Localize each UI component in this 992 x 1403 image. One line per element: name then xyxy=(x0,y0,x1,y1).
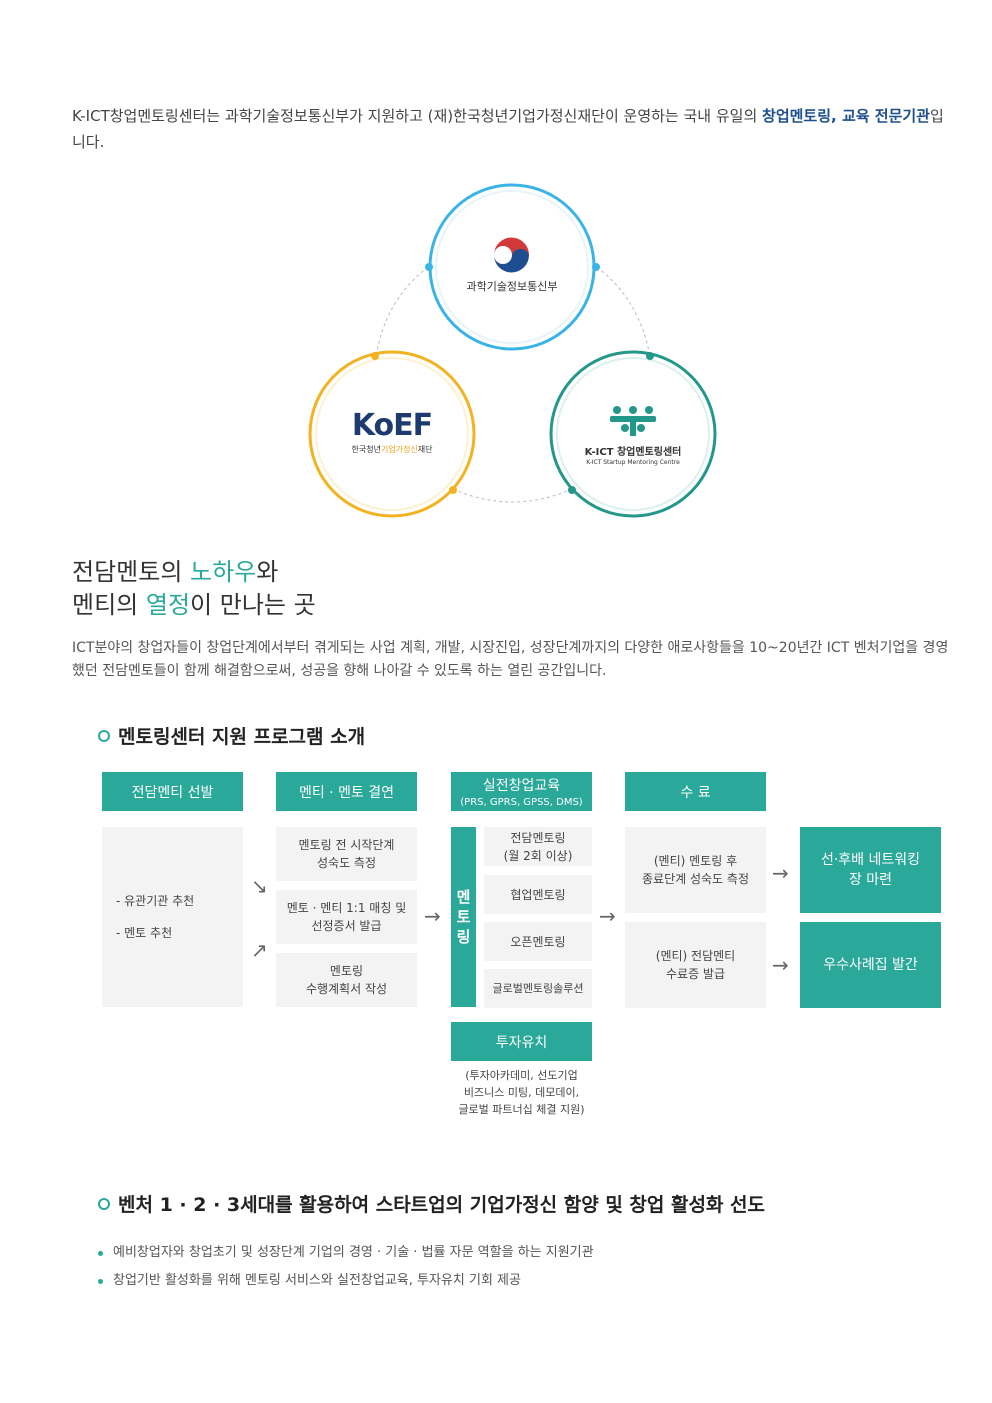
vertical-char: 토 xyxy=(456,908,471,926)
col1-box: - 유관기관 추천 - 멘토 추천 xyxy=(102,827,243,1007)
col5-item: 우수사례집 발간 xyxy=(800,922,941,1008)
headline-highlight: 열정 xyxy=(145,591,191,619)
arrow-up-right-icon: ↗ xyxy=(251,938,268,962)
koef-label-a: 한국청년 xyxy=(351,445,381,454)
headline-text: 전담멘토의 xyxy=(72,558,191,586)
headline-text: 이 만나는 곳 xyxy=(190,591,316,619)
headline-highlight: 노하우 xyxy=(190,558,257,586)
description: ICT분야의 창업자들이 창업단계에서부터 겪게되는 사업 계획, 개발, 시장… xyxy=(72,640,949,679)
invest-header: 투자유치 xyxy=(451,1022,592,1061)
col1-item: - 유관기관 추천 xyxy=(116,894,195,908)
circle-bullet-icon xyxy=(98,1197,110,1210)
venture-title-text: 벤처 1 · 2 · 3세대를 활용하여 스타트업의 기업가정신 함양 및 창업… xyxy=(118,1194,766,1216)
col2-item: 멘토 · 멘티 1:1 매칭 및 선정증서 발급 xyxy=(276,890,417,944)
arrow-right-icon: → xyxy=(599,904,616,928)
list-item: 예비창업자와 창업초기 및 성장단계 기업의 경영 · 기술 · 법률 자문 역… xyxy=(98,1239,594,1267)
kict-label-block: K-ICT 창업멘토링센터 K-ICT Startup Mentoring Ce… xyxy=(553,443,713,466)
headline: 전담멘토의 노하우와 멘티의 열정이 만나는 곳 xyxy=(72,556,316,622)
col3-item: 전담멘토링 (월 2회 이상) xyxy=(484,827,592,866)
kict-emblem-icon xyxy=(610,406,656,436)
koef-logo-text: KoEF xyxy=(351,408,433,443)
circle-bullet-icon xyxy=(98,729,110,742)
arrow-right-icon: → xyxy=(424,904,441,928)
ministry-emblem-icon xyxy=(494,237,529,273)
col1-header: 전담멘티 선발 xyxy=(102,772,243,811)
venture-bullets: 예비창업자와 창업초기 및 성장단계 기업의 경영 · 기술 · 법률 자문 역… xyxy=(98,1239,594,1295)
col3-item: 협업멘토링 xyxy=(484,875,592,914)
program-title: 멘토링센터 지원 프로그램 소개 xyxy=(98,722,365,749)
koef-label-b: 기업가정신 xyxy=(380,445,418,454)
col3-item: 오픈멘토링 xyxy=(484,922,592,961)
invest-note: (투자아카데미, 선도기업 비즈니스 미팅, 데모데이, 글로벌 파트너십 체결… xyxy=(458,1069,585,1116)
col2-header: 멘티 · 멘토 결연 xyxy=(276,772,417,811)
intro-paragraph: K-ICT창업멘토링센터는 과학기술정보통신부가 지원하고 (재)한국청년기업가… xyxy=(72,103,952,155)
kict-label: K-ICT 창업멘토링센터 xyxy=(584,447,682,458)
vertical-char: 멘 xyxy=(456,888,471,906)
intro-text: K-ICT창업멘토링센터는 과학기술정보통신부가 지원하고 (재)한국청년기업가… xyxy=(72,107,763,125)
col5-item: 선·후배 네트워킹 장 마련 xyxy=(800,827,941,913)
kict-sublabel: K-ICT Startup Mentoring Centre xyxy=(586,459,680,466)
arrow-right-icon: → xyxy=(772,953,789,977)
mentoring-vertical-label: 멘 토 링 xyxy=(451,827,476,1007)
col3-header-sub: (PRS, GPRS, GPSS, DMS) xyxy=(460,797,583,808)
vertical-char: 링 xyxy=(456,928,471,946)
partner-diagram xyxy=(308,183,717,518)
venture-title: 벤처 1 · 2 · 3세대를 활용하여 스타트업의 기업가정신 함양 및 창업… xyxy=(98,1190,765,1217)
col4-item: (멘티) 멘토링 후 종료단계 성숙도 측정 xyxy=(625,827,766,913)
col3-item: 글로벌멘토링솔루션 xyxy=(484,969,592,1008)
col4-item: (멘티) 전담멘티 수료증 발급 xyxy=(625,922,766,1008)
col3-header-text: 실전창업교육 xyxy=(482,778,561,794)
col3-header: 실전창업교육 (PRS, GPRS, GPSS, DMS) xyxy=(451,772,592,811)
ministry-label: 과학기술정보통신부 xyxy=(466,280,558,293)
intro-text-end: 입니다. xyxy=(72,107,944,151)
headline-text: 와 xyxy=(256,558,279,586)
col2-item: 멘토링 전 시작단계 성숙도 측정 xyxy=(276,827,417,881)
arrow-right-icon: → xyxy=(772,861,789,885)
col2-item: 멘토링 수행계획서 작성 xyxy=(276,953,417,1007)
intro-highlight: 창업멘토링, 교육 전문기관 xyxy=(762,107,930,125)
col4-header: 수 료 xyxy=(625,772,766,811)
headline-text: 멘티의 xyxy=(72,591,146,619)
koef-logo: KoEF 한국청년기업가정신재단 xyxy=(312,410,472,455)
col1-item: - 멘토 추천 xyxy=(116,926,173,940)
koef-label-c: 재단 xyxy=(417,445,433,454)
program-title-text: 멘토링센터 지원 프로그램 소개 xyxy=(118,726,366,748)
list-item: 창업기반 활성화를 위해 멘토링 서비스와 실전창업교육, 투자유치 기회 제공 xyxy=(98,1267,594,1295)
arrow-down-right-icon: ↘ xyxy=(251,874,268,898)
